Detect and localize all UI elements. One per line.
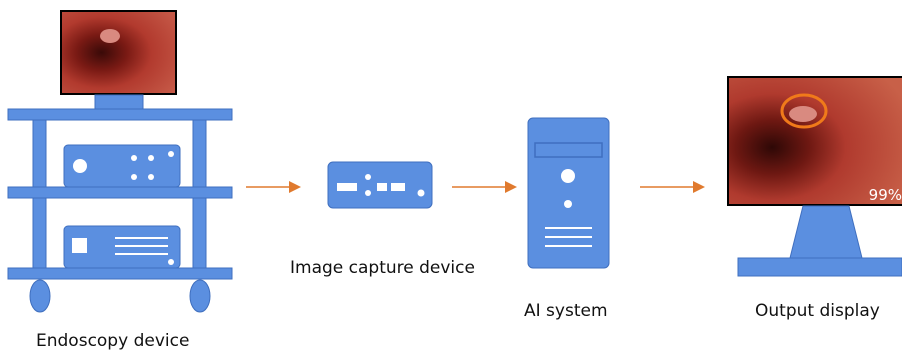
wheel-icon: [29, 279, 51, 313]
label-ai-system: AI system: [524, 301, 608, 321]
label-endoscopy-device: Endoscopy device: [36, 331, 189, 351]
label-image-capture-device: Image capture device: [290, 258, 475, 278]
light-source-icon: [63, 225, 181, 269]
output-image: [729, 78, 902, 204]
monitor-icon: 99%: [727, 76, 902, 277]
computer-tower-icon: [527, 117, 610, 269]
capture-box-icon: [327, 161, 433, 209]
polyp-shape: [100, 29, 120, 43]
wheel-icon: [189, 279, 211, 313]
cart-shelf-top: [7, 108, 233, 121]
label-output-display: Output display: [755, 301, 880, 321]
polyp-shape: [789, 106, 817, 122]
processor-unit-icon: [63, 144, 181, 188]
endoscopy-device: [7, 10, 233, 313]
detection-circle: [780, 93, 828, 129]
confidence-score: 99%: [869, 186, 902, 204]
endoscopy-image: [62, 12, 175, 93]
